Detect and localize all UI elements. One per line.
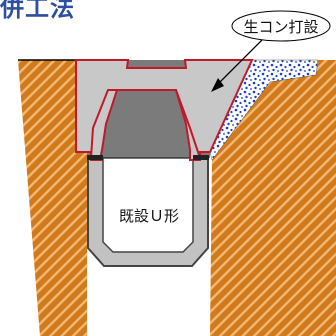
soil-ground [18, 60, 336, 336]
callout-label: 生コン打設 [243, 18, 319, 36]
inner-form-outline [90, 89, 201, 159]
u-channel-label: 既設Ｕ形 [118, 207, 179, 225]
joint-pad-right [193, 155, 209, 160]
joint-pad-left [87, 155, 103, 160]
callout-arrow [217, 39, 263, 85]
callout-ellipse [231, 10, 331, 42]
page-title: 併工法 [0, 0, 75, 22]
callout-arrow-head [211, 78, 224, 92]
